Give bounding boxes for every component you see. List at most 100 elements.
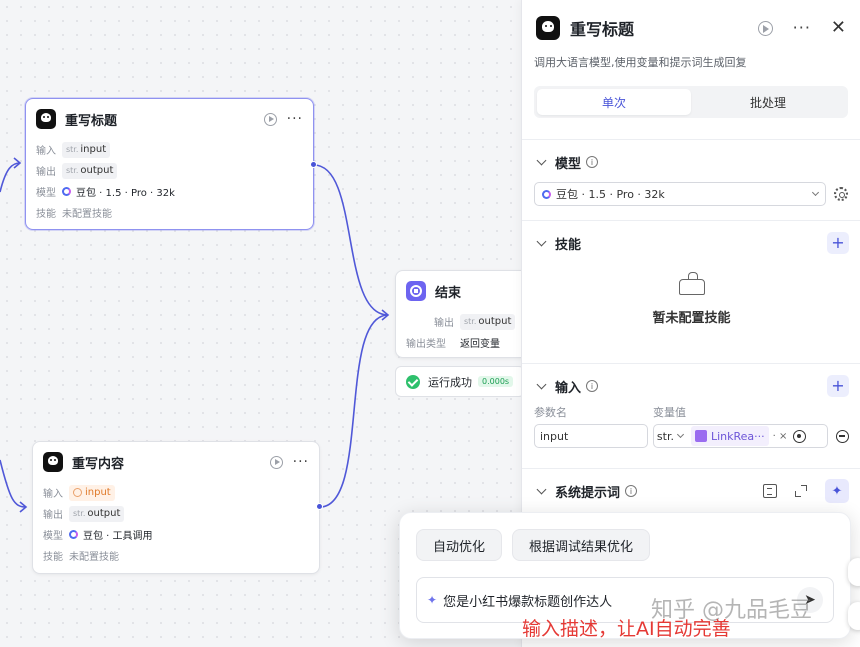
variable-chip[interactable]: LinkRea··· — [690, 426, 769, 446]
tab-batch[interactable]: 批处理 — [749, 95, 786, 110]
output-label: 输出 — [434, 318, 454, 329]
panel-description: 调用大语言模型,使用变量和提示词生成回复 — [534, 56, 747, 69]
node-rewrite-title[interactable]: 重写标题 ··· 输入 str.input 输出 str.output 模型 豆… — [25, 98, 314, 230]
model-label: 模型 — [43, 531, 63, 542]
model-select-value: 豆包 · 1.5 · Pro · 32k — [556, 188, 665, 201]
skill-section: 技能 + 暂未配置技能 — [522, 220, 860, 362]
ai-optimize-button[interactable]: ✦ — [825, 479, 849, 503]
bot-logo-icon — [43, 452, 63, 472]
input-section: 输入 i + 参数名 变量值 input str. LinkRea··· · × — [522, 363, 860, 467]
add-input-button[interactable]: + — [827, 375, 849, 397]
output-port[interactable] — [316, 503, 323, 510]
status-time: 0.000s — [478, 376, 514, 387]
model-value: 豆包 · 工具调用 — [83, 531, 153, 542]
end-node-icon — [406, 281, 426, 301]
panel-title[interactable]: 重写标题 — [570, 20, 635, 39]
gear-icon[interactable] — [834, 187, 848, 201]
collapse-chevron-icon[interactable] — [536, 379, 547, 389]
model-section: 模型 i 豆包 · 1.5 · Pro · 32k — [522, 139, 860, 218]
output-variable-tag: str.output — [460, 313, 516, 330]
output-type-label: 输出类型 — [406, 339, 446, 350]
section-title: 系统提示词 — [555, 485, 621, 501]
bot-logo-icon — [536, 16, 560, 40]
bot-logo-icon — [36, 109, 56, 129]
edge-content-to-end — [319, 314, 389, 508]
info-icon[interactable]: i — [586, 380, 599, 392]
output-variable-tag: str.output — [69, 505, 125, 522]
input-label: 输入 — [43, 489, 63, 500]
collapse-chevron-icon[interactable] — [536, 155, 547, 165]
prompt-library-icon[interactable] — [763, 484, 777, 498]
node-title: 结束 — [435, 285, 462, 301]
variable-cube-icon — [694, 430, 707, 442]
model-label: 模型 — [36, 188, 56, 199]
more-icon[interactable]: ··· — [286, 111, 303, 127]
prompt-text[interactable]: 您是小红书爆款标题创作达人 — [443, 594, 613, 610]
info-icon[interactable]: i — [586, 156, 599, 168]
model-value: 豆包 · 1.5 · Pro · 32k — [76, 188, 175, 199]
tab-single[interactable]: 单次 — [537, 89, 691, 115]
expand-icon[interactable] — [794, 484, 808, 498]
side-floating-button[interactable] — [848, 558, 860, 586]
empty-box-icon — [678, 272, 705, 295]
edge-title-to-end — [313, 164, 389, 316]
output-type-value: 返回变量 — [460, 339, 500, 350]
success-check-icon — [406, 374, 420, 389]
side-floating-button[interactable] — [848, 602, 860, 630]
model-select[interactable]: 豆包 · 1.5 · Pro · 32k — [534, 182, 826, 206]
run-node-icon[interactable] — [269, 455, 283, 469]
chevron-down-icon — [811, 188, 820, 197]
ai-optimize-popup: 自动优化 根据调试结果优化 ✦ 您是小红书爆款标题创作达人 ➤ — [399, 512, 851, 639]
target-icon[interactable] — [793, 429, 807, 443]
send-icon[interactable]: ➤ — [797, 587, 823, 613]
chevron-down-icon — [676, 430, 685, 439]
collapse-chevron-icon[interactable] — [536, 236, 547, 246]
add-skill-button[interactable]: + — [827, 232, 849, 254]
output-label: 输出 — [43, 510, 63, 521]
var-value-select[interactable]: str. LinkRea··· · × — [652, 424, 829, 448]
node-title: 重写标题 — [65, 113, 118, 129]
status-text: 运行成功 — [428, 375, 472, 389]
close-icon[interactable]: ✕ — [830, 17, 846, 38]
doubao-model-icon — [542, 189, 551, 199]
param-name-header: 参数名 — [534, 406, 567, 419]
input-variable-tag: str.input — [62, 141, 111, 158]
annotation-text: 输入描述，让AI自动完善 — [522, 618, 731, 640]
more-icon[interactable]: ··· — [792, 18, 811, 37]
run-status-badge: 运行成功 0.000s — [395, 366, 525, 397]
output-label: 输出 — [36, 167, 56, 178]
remove-row-icon[interactable] — [836, 429, 849, 443]
empty-skill-text: 暂未配置技能 — [652, 311, 731, 326]
sparkle-icon: ✦ — [427, 593, 438, 607]
section-title: 输入 — [555, 380, 582, 396]
system-prompt-section: 系统提示词 i ✦ — [522, 468, 860, 528]
more-icon[interactable]: ··· — [292, 454, 309, 470]
prompt-description-input[interactable]: ✦ 您是小红书爆款标题创作达人 ➤ — [416, 577, 834, 623]
output-port[interactable] — [310, 161, 317, 168]
debug-optimize-button[interactable]: 根据调试结果优化 — [512, 529, 651, 561]
info-icon[interactable]: i — [625, 485, 638, 497]
doubao-model-icon — [69, 530, 78, 539]
skill-label: 技能 — [36, 209, 56, 220]
remove-variable-icon[interactable]: · × — [772, 430, 788, 442]
type-value[interactable]: str. — [656, 429, 674, 443]
run-node-icon[interactable] — [757, 20, 773, 36]
run-node-icon[interactable] — [263, 112, 277, 126]
node-title: 重写内容 — [72, 456, 125, 472]
edge-in-to-title — [0, 162, 21, 193]
param-name-input[interactable]: input — [534, 424, 648, 448]
doubao-model-icon — [62, 187, 71, 196]
section-title: 模型 — [555, 156, 582, 172]
skill-value: 未配置技能 — [62, 209, 112, 220]
mode-tabs: 单次 批处理 — [534, 86, 848, 118]
input-variable-tag-warning: input — [69, 484, 115, 501]
warning-icon — [73, 488, 82, 497]
var-value-header: 变量值 — [653, 406, 686, 419]
collapse-chevron-icon[interactable] — [536, 484, 547, 494]
edge-in-to-content — [0, 459, 27, 508]
skill-label: 技能 — [43, 552, 63, 563]
node-end[interactable]: 结束 输出 str.output 输出类型 返回变量 — [395, 270, 530, 358]
node-rewrite-content[interactable]: 重写内容 ··· 输入 input 输出 str.output 模型 豆包 · … — [32, 441, 320, 574]
input-label: 输入 — [36, 146, 56, 157]
auto-optimize-button[interactable]: 自动优化 — [416, 529, 503, 561]
